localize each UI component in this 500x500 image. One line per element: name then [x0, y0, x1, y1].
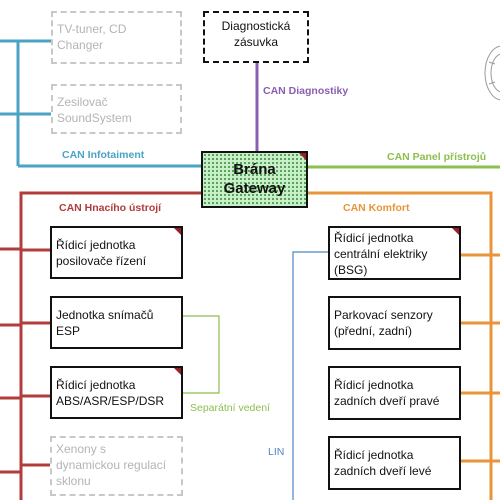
rear-left-door-line1: Řídicí jednotka [334, 448, 414, 462]
power-steering-line1: Řídicí jednotka [56, 238, 136, 252]
central-electrics-line1: Řídicí jednotka [334, 231, 414, 245]
separate-line-label: Separátní vedení [190, 402, 270, 414]
esp-sensor-line2: ESP [56, 324, 81, 338]
rear-left-door-ecu-box: Řídicí jednotka zadních dveří levé [328, 436, 461, 490]
power-steering-ecu-box: Řídicí jednotka posilovače řízení [50, 226, 183, 279]
esp-sensor-unit-box: Jednotka snímačů ESP [50, 296, 183, 349]
amplifier-soundsystem-box: Zesilovač SoundSystem [51, 84, 182, 134]
rear-right-door-line1: Řídicí jednotka [334, 378, 414, 392]
amplifier-line1: Zesilovač [57, 95, 108, 109]
separate-line [182, 315, 220, 394]
diagnostic-socket-line1: Diagnostická [221, 19, 291, 33]
diagnostic-socket-line2: zásuvka [233, 35, 279, 49]
abs-line1: Řídicí jednotka [56, 378, 136, 392]
lin-label: LIN [268, 446, 285, 458]
xenon-line2: dynamickou regulací [56, 458, 167, 472]
can-comfort-label: CAN Komfort [343, 202, 410, 214]
tv-tuner-cd-changer-box: TV-tuner, CD Changer [51, 11, 182, 64]
abs-corner-marker [174, 368, 181, 375]
xenon-line3: sklonu [56, 474, 91, 488]
gateway-box: Brána Gateway [201, 151, 308, 208]
can-infotainment-lines [0, 39, 202, 168]
parking-sensors-line2: (přední, zadní) [334, 324, 413, 338]
can-powertrain-lines [0, 191, 202, 500]
central-electrics-line3: (BSG) [334, 263, 368, 277]
can-instrument-panel-label: CAN Panel přístrojů [387, 151, 487, 163]
xenon-headlights-box: Xenony s dynamickou regulací sklonu [50, 436, 183, 496]
rear-left-door-line2: zadních dveří levé [334, 464, 432, 478]
central-electrics-line2: centrální elektriky [334, 247, 428, 261]
gateway-line1: Brána [233, 161, 276, 178]
gateway-corner-marker [299, 153, 306, 160]
esp-sensor-line1: Jednotka snímačů [56, 308, 154, 322]
steering-wheel-icon [484, 45, 500, 101]
parking-sensors-line1: Parkovací senzory [334, 308, 433, 322]
abs-ecu-box: Řídicí jednotka ABS/ASR/ESP/DSR [50, 366, 183, 419]
xenon-line1: Xenony s [56, 442, 107, 456]
rear-right-door-ecu-box: Řídicí jednotka zadních dveří pravé [328, 366, 461, 420]
power-steering-line2: posilovače řízení [56, 254, 147, 268]
central-electrics-corner-marker [452, 228, 459, 235]
can-powertrain-label: CAN Hnacího ústrojí [59, 202, 162, 214]
lin-line [292, 251, 329, 500]
rear-right-door-line2: zadních dveří pravé [334, 394, 440, 408]
central-electrics-ecu-box: Řídicí jednotka centrální elektriky (BSG… [328, 226, 461, 280]
can-diagnostics-label: CAN Diagnostiky [263, 85, 349, 97]
amplifier-line2: SoundSystem [57, 111, 132, 125]
power-steering-corner-marker [174, 228, 181, 235]
parking-sensors-box: Parkovací senzory (přední, zadní) [328, 296, 461, 350]
diagnostic-socket-box: Diagnostická zásuvka [203, 11, 309, 63]
abs-line2: ABS/ASR/ESP/DSR [56, 394, 165, 408]
gateway-line2: Gateway [223, 180, 286, 197]
tv-tuner-line1: TV-tuner, CD [57, 22, 127, 36]
can-infotainment-label: CAN Infotaiment [62, 149, 145, 161]
tv-tuner-line2: Changer [57, 38, 104, 52]
can-comfort-lines [307, 191, 500, 500]
